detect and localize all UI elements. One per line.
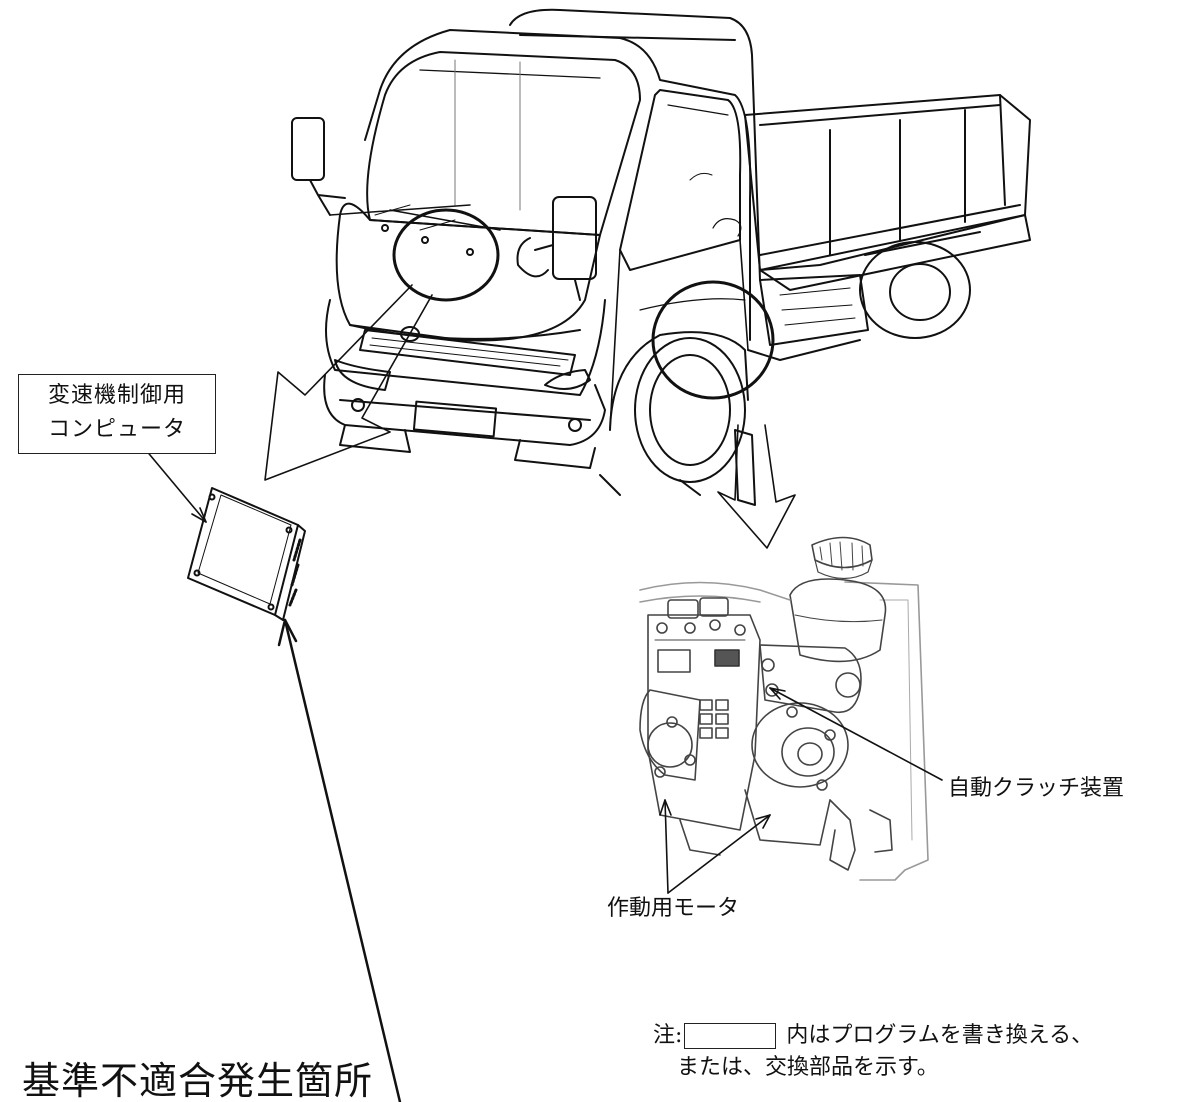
truck-illustration-icon [291,8,1031,506]
note-line2-text: または、交換部品を示す。 [677,1055,939,1080]
note-line1-text: 内はプログラムを書き換える、 [786,1023,1094,1048]
arrow-to-ecu [283,618,402,1102]
motor-label: 作動用モータ [607,896,740,921]
ecu-label-line2: コンピュータ [47,417,186,442]
note-legend-box [684,1023,777,1049]
hollow-arrow-to-ecu [264,284,433,481]
note-prefix: 注: [653,1023,683,1048]
highlight-circle-ecu [392,208,500,302]
clutch-actuator-icon [639,536,929,881]
page-title: 基準不適合発生箇所 [22,1059,374,1102]
clutch-label: 自動クラッチ装置 [948,776,1125,801]
legend-note: 注: 内はプログラムを書き換える、 または、交換部品を示す。 [653,1020,1093,1084]
ecu-label-box: 変速機制御用 コンピュータ [18,374,216,454]
highlight-circle-clutch [651,280,775,400]
ecu-label-line1: 変速機制御用 [47,383,186,408]
ecu-unit-icon [187,487,306,621]
hollow-arrow-to-clutch [717,424,796,549]
